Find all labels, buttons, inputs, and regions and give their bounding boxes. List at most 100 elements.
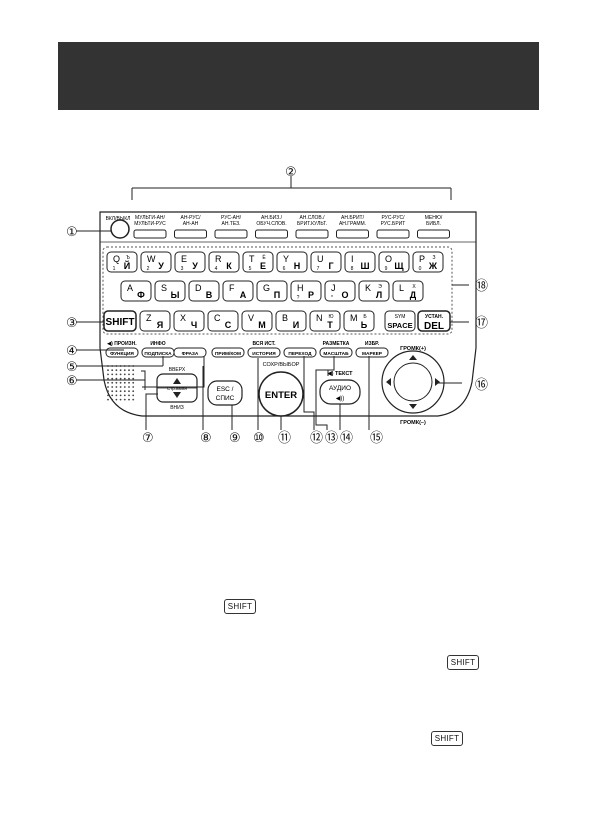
svg-text:ФУНКЦИЯ: ФУНКЦИЯ — [110, 351, 134, 357]
vol-up-label: ГРОМК(+) — [400, 346, 426, 352]
key-a[interactable]: AФ — [120, 280, 152, 302]
audio-key[interactable]: АУДИО ◀)) — [319, 379, 361, 405]
key-g[interactable]: GП — [256, 280, 288, 302]
dict-button-4[interactable]: АН.БИЗ./ОБУЧ.СЛОВ. — [255, 215, 288, 239]
svg-text:Ч: Ч — [191, 320, 197, 330]
svg-text:У: У — [158, 261, 164, 271]
key-o[interactable]: OЩ9 — [378, 251, 410, 273]
svg-text:A: A — [127, 283, 133, 293]
svg-text:Ы: Ы — [171, 290, 180, 300]
key-s[interactable]: SЫ — [154, 280, 186, 302]
func-key-3[interactable]: ФРАЗА — [173, 347, 207, 358]
key-m[interactable]: MЬБ — [343, 310, 375, 332]
svg-text:АН-РУС/: АН-РУС/ — [180, 215, 201, 221]
callout-13: ⑬ — [325, 431, 338, 446]
enter-key[interactable]: ENTER — [258, 371, 304, 417]
key-c[interactable]: CС — [207, 310, 239, 332]
key-x[interactable]: XЧ — [173, 310, 205, 332]
func-key-6[interactable]: ПЕРЕХОД — [283, 347, 317, 358]
key-j[interactable]: JО* — [324, 280, 356, 302]
esc-key[interactable]: ESC / СПИС — [207, 380, 243, 406]
svg-text:БРИТ.КУЛЬТ.: БРИТ.КУЛЬТ. — [297, 221, 327, 227]
svg-text:0: 0 — [419, 266, 422, 272]
svg-text:O: O — [385, 254, 392, 264]
dict-button-7[interactable]: РУС-РУС/РУС.БРИТ — [376, 215, 410, 239]
key-u[interactable]: UГ7 — [310, 251, 342, 273]
key-y[interactable]: YН6 — [276, 251, 308, 273]
callout-16: ⑯ — [475, 378, 488, 393]
svg-text:J: J — [331, 283, 336, 293]
shift-key[interactable]: SHIFT — [103, 310, 137, 332]
dict-button-8[interactable]: МЕНЮ/БИБЛ. — [417, 215, 450, 239]
space-key[interactable]: SYM SPACE — [384, 310, 416, 332]
dict-button-5[interactable]: АН.СЛОВ./БРИТ.КУЛЬТ. — [295, 215, 329, 239]
svg-text:Ш: Ш — [360, 261, 369, 271]
svg-text:2: 2 — [147, 266, 150, 272]
dict-button-6[interactable]: АН.БРИТ/АН.ГРАММ. — [336, 215, 369, 239]
callout-6: ⑥ — [66, 374, 78, 389]
svg-text:Y: Y — [283, 254, 289, 264]
page-key[interactable]: ВВЕРХ Стр.вв/вн ВНИЗ — [156, 367, 198, 411]
callout-14: ⑭ — [340, 431, 353, 446]
key-r[interactable]: RК4 — [208, 251, 240, 273]
svg-text:H: H — [297, 283, 304, 293]
d-pad[interactable] — [381, 350, 445, 414]
svg-text:К: К — [226, 261, 232, 271]
svg-text:Э: Э — [378, 284, 382, 290]
key-l[interactable]: LДХ — [392, 280, 424, 302]
svg-text:Б: Б — [363, 314, 367, 320]
func-key-4[interactable]: ПРИМ/КОМ — [211, 347, 245, 358]
func-key-8[interactable]: ИЗБР. МАРКЕР — [355, 341, 389, 358]
key-n[interactable]: NТЮ — [309, 310, 341, 332]
dict-button-1[interactable]: МУЛЬТИ-АН/МУЛЬТИ-РУС — [133, 215, 167, 239]
callout-11: ⑪ — [278, 431, 291, 446]
key-z[interactable]: ZЯ — [139, 310, 171, 332]
key-f[interactable]: FА — [222, 280, 254, 302]
svg-text:Р: Р — [308, 290, 314, 300]
key-v[interactable]: VМ — [241, 310, 273, 332]
tekst-label: ◀) ТЕКСТ — [326, 370, 353, 377]
svg-text:Е: Е — [260, 261, 266, 271]
func-key-1[interactable]: ◀) ПРОИЗН.ФУНКЦИЯ — [105, 341, 139, 358]
power-button[interactable] — [110, 219, 130, 239]
func-key-5[interactable]: ВСЯ ИСТ.ИСТОРИЯ — [247, 341, 281, 358]
svg-text:K: K — [365, 283, 371, 293]
callout-15: ⑮ — [370, 431, 383, 446]
svg-text:МАРКЕР: МАРКЕР — [362, 351, 383, 357]
svg-text:*: * — [331, 295, 333, 301]
key-h[interactable]: HР? — [290, 280, 322, 302]
svg-text:Г: Г — [328, 261, 333, 271]
svg-text:АН.ГРАММ.: АН.ГРАММ. — [339, 221, 366, 227]
callout-5: ⑤ — [66, 360, 78, 375]
svg-text:◀)): ◀)) — [336, 396, 345, 402]
svg-text:АН.СЛОВ./: АН.СЛОВ./ — [299, 215, 325, 221]
key-b[interactable]: BИ — [275, 310, 307, 332]
svg-text:R: R — [215, 254, 222, 264]
svg-text:ИЗБР.: ИЗБР. — [365, 341, 380, 347]
callout-17: ⑰ — [475, 316, 488, 331]
dict-button-2[interactable]: АН-РУС/АН-АН — [174, 215, 207, 239]
svg-text:Ж: Ж — [428, 261, 438, 271]
svg-text:МАСШТАБ: МАСШТАБ — [323, 351, 349, 357]
svg-text:Стр.вв/вн: Стр.вв/вн — [167, 386, 187, 391]
key-w[interactable]: WУ2 — [140, 251, 172, 273]
key-d[interactable]: DВ — [188, 280, 220, 302]
del-key[interactable]: УСТАН. DEL — [417, 310, 451, 332]
svg-text:АУДИО: АУДИО — [329, 385, 351, 392]
svg-text:В: В — [206, 290, 213, 300]
callout-7: ⑦ — [142, 431, 154, 446]
dict-button-3[interactable]: РУС-АН/АН.ТЕЗ. — [214, 215, 248, 239]
svg-text:6: 6 — [283, 266, 286, 272]
key-i[interactable]: IШ8 — [344, 251, 376, 273]
key-k[interactable]: KЛЭ — [358, 280, 390, 302]
svg-text:?: ? — [297, 295, 300, 301]
svg-text:L: L — [399, 283, 404, 293]
callout-leaders — [76, 230, 469, 430]
key-e[interactable]: EУ3 — [174, 251, 206, 273]
